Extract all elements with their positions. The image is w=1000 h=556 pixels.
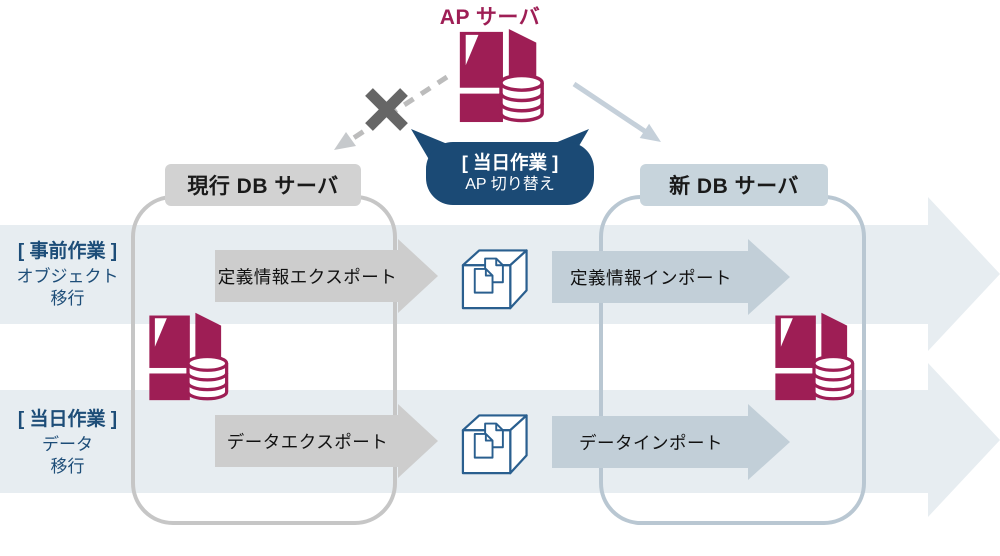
row2-subject-line2: 移行 — [50, 456, 85, 476]
server-db-icon-ap — [458, 27, 544, 124]
callout-text: [ 当日作業 ] AP 切り替え — [426, 142, 594, 205]
new-db-title: 新 DB サーバ — [640, 164, 828, 206]
export-label-row2: データエクスポート — [226, 431, 389, 452]
row2-subject-line1: データ — [42, 434, 93, 454]
callout-line2: AP 切り替え — [465, 176, 555, 194]
dashed-arrow-icon — [334, 74, 449, 150]
transfer-arrow-icon — [572, 81, 661, 142]
export-arrow-row2 — [215, 404, 438, 478]
import-arrow-row1 — [552, 239, 790, 315]
row1-subject-line1: オブジェクト — [16, 266, 119, 286]
callout-line1: [ 当日作業 ] — [461, 152, 559, 174]
callout-bubble — [411, 129, 594, 205]
row2-phase-label: [ 当日作業 ] データ 移行 — [5, 408, 130, 478]
ap-server-label: AP サーバ — [439, 6, 541, 29]
export-arrow-row1 — [215, 239, 438, 313]
row1-phase: [ 事前作業 ] — [17, 241, 118, 262]
server-db-icon-new — [773, 311, 855, 402]
import-label-row1: 定義情報インポート — [570, 267, 732, 288]
row1-subject-line2: 移行 — [50, 288, 85, 308]
package-documents-icon-row1 — [461, 249, 528, 310]
export-label-row1: 定義情報エクスポート — [217, 266, 398, 287]
row2-phase: [ 当日作業 ] — [17, 409, 118, 430]
import-arrow-row2 — [552, 404, 790, 480]
package-documents-icon-row2 — [461, 414, 528, 475]
x-icon — [365, 88, 408, 131]
server-db-icon-current — [147, 311, 229, 402]
import-label-row2: データインポート — [579, 432, 723, 453]
row1-phase-label: [ 事前作業 ] オブジェクト 移行 — [5, 240, 130, 310]
current-db-title: 現行 DB サーバ — [165, 164, 361, 206]
